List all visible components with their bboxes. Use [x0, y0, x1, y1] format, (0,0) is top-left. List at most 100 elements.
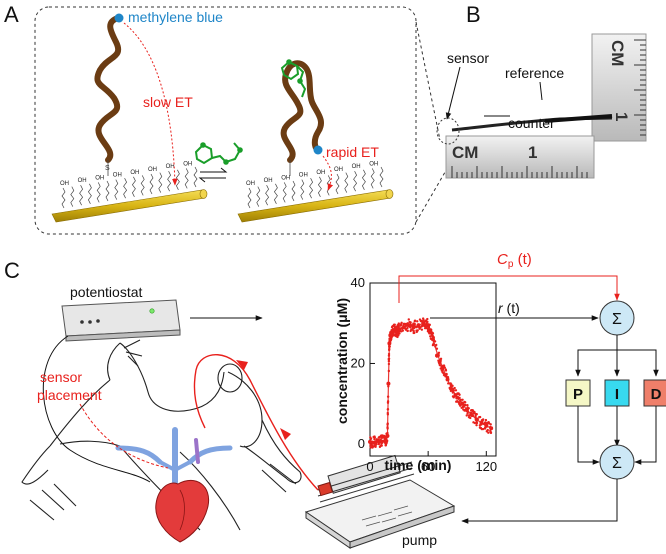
hydroxyl-label: OH — [130, 170, 139, 176]
monolayer-chain — [291, 180, 296, 202]
data-point-dense — [453, 386, 456, 390]
data-point-dense — [437, 351, 441, 354]
hydroxyl-label: OH — [352, 164, 361, 170]
monolayer-chain — [353, 171, 358, 192]
monolayer-chain — [96, 182, 101, 203]
data-point-dense — [432, 342, 435, 345]
sensor-placement-pointer — [79, 403, 169, 469]
data-point-dense — [407, 318, 410, 321]
zoom-line-top — [415, 21, 441, 141]
pump-label: pump — [402, 532, 437, 548]
reference-wire — [544, 114, 613, 123]
rapid-et-label: rapid ET — [326, 144, 379, 160]
data-point-dense — [444, 369, 448, 372]
p-label: P — [573, 386, 583, 403]
dna-strand-bound — [280, 60, 324, 176]
hydroxyl-label: OH — [334, 167, 343, 173]
hydroxyl-label: OH — [316, 170, 325, 176]
data-point-dense — [386, 408, 390, 411]
rat-illustration — [21, 339, 302, 531]
data-point-dense — [386, 423, 389, 426]
electrode-left — [51, 189, 208, 223]
data-point-dense — [475, 423, 478, 427]
equilibrium-arrows — [198, 167, 228, 183]
hydroxyl-label: OH — [299, 173, 308, 179]
monolayer-chain — [317, 176, 322, 197]
data-point-dense — [475, 420, 478, 423]
data-point-dense — [458, 396, 461, 400]
data-point-dense — [404, 324, 408, 327]
data-point-dense — [466, 406, 469, 409]
data-point-dense — [458, 403, 461, 406]
data-point-dense — [465, 414, 468, 417]
r-label: r (t) — [498, 300, 520, 316]
data-point-dense — [387, 381, 390, 385]
monolayer-chain — [167, 171, 172, 192]
data-point-dense — [398, 328, 401, 332]
data-point-dense — [478, 415, 481, 419]
ruler-horizontal: CM 1 — [445, 135, 595, 179]
data-point-dense — [388, 343, 391, 346]
data-point-dense — [387, 348, 391, 352]
data-point-dense — [456, 392, 459, 395]
monolayer-chain — [105, 180, 110, 202]
data-point-dense — [487, 431, 490, 434]
data-point-dense — [428, 323, 431, 327]
reference-pointer — [539, 81, 543, 101]
data-point-dense — [448, 386, 451, 390]
x-tick-label: 0 — [366, 459, 373, 474]
monolayer-chain — [149, 173, 154, 195]
x-tick-label: 60 — [421, 459, 435, 474]
data-point-dense — [385, 441, 388, 445]
data-point-dense — [422, 318, 425, 322]
monolayer-chain — [140, 175, 145, 196]
data-point-dense — [387, 385, 390, 388]
data-point-dense — [459, 398, 462, 402]
data-point-dense — [400, 322, 403, 326]
i-block: I — [604, 379, 630, 407]
p-block: P — [565, 379, 591, 407]
sum-bottom-symbol: Σ — [612, 455, 622, 472]
data-point-dense — [377, 436, 381, 439]
data-point-dense — [401, 329, 405, 332]
data-point-dense — [386, 435, 389, 438]
data-point-dense — [461, 401, 464, 404]
data-point-dense — [434, 345, 437, 348]
hydroxyl-label: OH — [78, 178, 87, 184]
pid-merge-lines — [577, 406, 657, 465]
data-point-dense — [396, 324, 399, 327]
data-point-dense — [439, 357, 443, 361]
data-point-dense — [386, 395, 390, 398]
chart-xlabel: time (min) — [385, 457, 452, 473]
data-point-dense — [396, 332, 399, 336]
monolayer-chain — [87, 183, 92, 204]
data-point-dense — [381, 435, 384, 439]
monolayer-chain — [247, 187, 252, 209]
data-point-dense — [423, 327, 427, 330]
ruler-horizontal-num: 1 — [528, 143, 537, 162]
data-point-dense — [452, 396, 455, 399]
data-point-dense — [454, 389, 458, 392]
data-point-dense — [408, 320, 411, 324]
hydroxyl-label: OH — [95, 175, 104, 181]
data-point-dense — [431, 332, 435, 335]
hydroxyl-label: OH — [166, 164, 175, 170]
data-point-dense — [480, 421, 484, 424]
data-point-dense — [486, 428, 489, 432]
data-point-dense — [417, 323, 420, 326]
monolayer-chain — [131, 176, 136, 197]
d-label: D — [651, 386, 662, 403]
dna-strand-unbound: S — [94, 13, 124, 176]
data-point-dense — [412, 329, 415, 333]
data-point-dense — [409, 323, 412, 326]
data-point-dense — [482, 427, 485, 431]
data-point-dense — [441, 368, 445, 371]
data-point-dense — [402, 322, 406, 325]
data-point-dense — [369, 441, 372, 444]
data-point-dense — [392, 323, 396, 327]
electrode-right — [237, 189, 394, 223]
data-point-dense — [406, 326, 409, 330]
data-point-dense — [420, 328, 424, 331]
data-point-dense — [489, 431, 493, 435]
